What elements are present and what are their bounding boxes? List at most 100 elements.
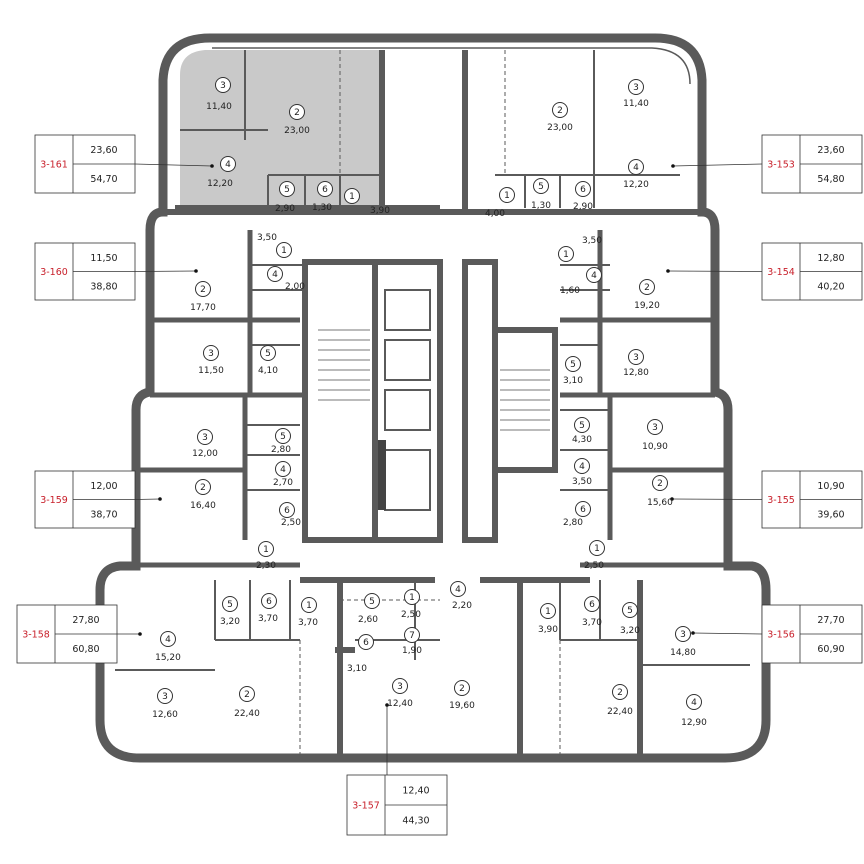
room-number-circle xyxy=(220,156,236,172)
room-area: 1,30 xyxy=(531,201,551,211)
total-area: 40,20 xyxy=(817,281,844,292)
room: 311,40 xyxy=(623,79,649,109)
building-core xyxy=(302,259,558,543)
room-number-circle xyxy=(574,417,590,433)
living-area: 11,50 xyxy=(90,253,117,264)
room-number-circle xyxy=(622,602,638,618)
living-area: 23,60 xyxy=(817,145,844,156)
room-area: 15,60 xyxy=(647,498,673,508)
room-number: 5 xyxy=(538,182,544,192)
room-number: 4 xyxy=(455,585,461,595)
room-number: 7 xyxy=(409,631,415,641)
total-area: 60,80 xyxy=(72,644,99,655)
room-area: 3,70 xyxy=(258,614,278,624)
room-area: 2,50 xyxy=(281,518,301,528)
room-number: 5 xyxy=(579,421,585,431)
room-number: 1 xyxy=(306,601,312,611)
apartment-callout[interactable]: 3-158 27,80 60,80 xyxy=(16,604,142,664)
room-area: 1,30 xyxy=(312,203,332,213)
room-number: 5 xyxy=(265,349,271,359)
room: 61,30 xyxy=(312,181,333,213)
room-number: 2 xyxy=(644,283,650,293)
living-area: 23,60 xyxy=(90,145,117,156)
leader-line xyxy=(671,498,763,500)
room-area: 17,70 xyxy=(190,303,216,313)
room-number: 2 xyxy=(244,690,250,700)
room-number-circle xyxy=(450,581,466,597)
room-number-circle xyxy=(533,178,549,194)
apartment-number: 3-158 xyxy=(22,630,50,641)
room-number-circle xyxy=(612,684,628,700)
room-number: 3 xyxy=(680,630,686,640)
room-number: 1 xyxy=(263,545,269,555)
room-area: 2,30 xyxy=(256,561,276,571)
leader-dot xyxy=(670,497,674,501)
room-number-circle xyxy=(275,428,291,444)
room: 63,70 xyxy=(258,593,278,624)
room: 53,10 xyxy=(563,356,583,386)
room-number-circle xyxy=(392,678,408,694)
room-number: 3 xyxy=(202,433,208,443)
room: 41,60 xyxy=(560,267,602,296)
leader-line xyxy=(672,163,763,167)
interior-walls xyxy=(115,50,750,758)
room: 53,20 xyxy=(220,596,240,627)
room-number: 4 xyxy=(165,635,171,645)
room-number-circle xyxy=(195,281,211,297)
room-number-circle xyxy=(540,603,556,619)
total-area: 54,70 xyxy=(90,174,117,185)
room-number-circle xyxy=(203,345,219,361)
room-area: 12,20 xyxy=(207,179,233,189)
room-number: 5 xyxy=(284,185,290,195)
room: 312,00 xyxy=(192,429,218,459)
room-number-circle xyxy=(215,77,231,93)
room-area: 12,20 xyxy=(623,180,649,190)
room-number-circle xyxy=(279,502,295,518)
leader-line xyxy=(667,270,763,272)
living-area: 12,40 xyxy=(402,786,429,797)
room-area: 4,10 xyxy=(258,366,278,376)
room-number: 4 xyxy=(280,465,286,475)
room: 13,90 xyxy=(344,188,390,216)
room-number: 6 xyxy=(266,597,272,607)
room-number: 3 xyxy=(208,349,214,359)
room-number-circle xyxy=(260,345,276,361)
room-number-circle xyxy=(565,356,581,372)
room: 311,40 xyxy=(206,77,232,112)
room: 62,80 xyxy=(563,501,591,528)
living-area: 27,80 xyxy=(72,615,99,626)
leader-dot xyxy=(210,164,214,168)
apartment-number: 3-156 xyxy=(767,630,795,641)
leader-dot xyxy=(158,497,162,501)
room-number-circle xyxy=(639,279,655,295)
room: 63,10 xyxy=(347,634,374,674)
room: 219,60 xyxy=(449,680,475,711)
room-number: 2 xyxy=(459,684,465,694)
leader-dot xyxy=(671,164,675,168)
room-area: 2,50 xyxy=(584,561,604,571)
room-area: 16,40 xyxy=(190,501,216,511)
leader-dot xyxy=(691,631,695,635)
room: 215,60 xyxy=(647,475,673,508)
room: 222,40 xyxy=(234,686,260,719)
room-number-circle xyxy=(575,181,591,197)
room-area: 22,40 xyxy=(607,707,633,717)
